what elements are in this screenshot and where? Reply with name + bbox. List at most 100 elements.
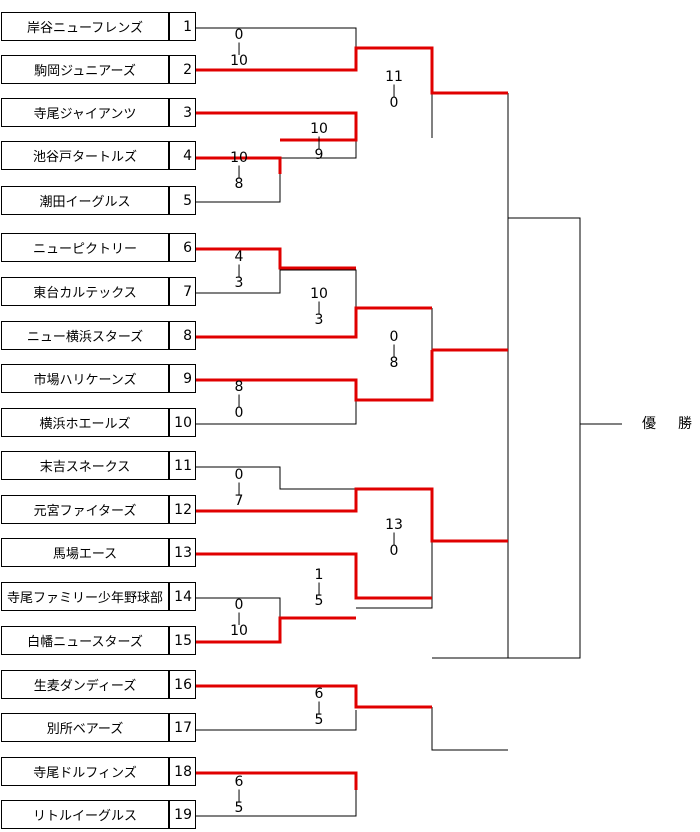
team-seed: 5	[169, 186, 196, 215]
match-score: 10|8	[224, 151, 254, 191]
bracket-line	[431, 707, 508, 751]
team-name: 生麦ダンディーズ	[1, 670, 169, 699]
score-bottom: 7	[234, 493, 244, 509]
match-score: 0|10	[224, 28, 254, 68]
champion-label: 優勝	[642, 416, 692, 432]
score-top: 6	[234, 774, 244, 790]
team-seed: 13	[169, 538, 196, 567]
team-name: 末吉スネークス	[1, 451, 169, 480]
score-bottom: 8	[234, 176, 244, 192]
team-seed: 15	[169, 626, 196, 655]
score-bottom: 5	[314, 593, 324, 609]
score-top: 6	[314, 686, 324, 702]
bracket-line	[356, 598, 433, 609]
score-bottom: 8	[389, 355, 399, 371]
score-separator: |	[316, 135, 322, 149]
score-top: 0	[234, 467, 244, 483]
bracket-line	[508, 217, 581, 659]
match-score: 6|5	[304, 687, 334, 727]
score-top: 4	[234, 249, 244, 265]
score-bottom: 5	[234, 800, 244, 816]
score-bottom: 5	[314, 712, 324, 728]
team-seed: 18	[169, 757, 196, 786]
score-bottom: 10	[230, 623, 248, 639]
team-seed: 1	[169, 12, 196, 41]
score-separator: |	[316, 300, 322, 314]
score-separator: |	[236, 393, 242, 407]
bracket-line	[196, 27, 357, 48]
team-seed: 14	[169, 582, 196, 611]
score-separator: |	[316, 581, 322, 595]
team-seed: 10	[169, 408, 196, 437]
team-name: リトルイーグルス	[1, 800, 169, 829]
match-score: 0|10	[224, 598, 254, 638]
team-name: 寺尾ファミリー少年野球部	[1, 582, 169, 611]
team-name: 横浜ホエールズ	[1, 408, 169, 437]
score-top: 8	[234, 379, 244, 395]
score-separator: |	[236, 788, 242, 802]
score-top: 1	[314, 567, 324, 583]
winner-line	[196, 771, 358, 790]
score-separator: |	[236, 41, 242, 55]
team-name: 寺尾ジャイアンツ	[1, 98, 169, 127]
bracket-line	[196, 597, 281, 618]
score-top: 10	[230, 150, 248, 166]
match-score: 10|9	[304, 122, 334, 162]
team-seed: 4	[169, 141, 196, 170]
winner-line	[196, 111, 358, 142]
winner-line	[196, 247, 356, 270]
team-name: 東台カルテックス	[1, 277, 169, 306]
winner-line	[196, 350, 434, 402]
match-score: 0|7	[224, 468, 254, 508]
score-separator: |	[236, 263, 242, 277]
team-name: 元宮ファイターズ	[1, 495, 169, 524]
team-seed: 17	[169, 713, 196, 742]
team-seed: 6	[169, 233, 196, 262]
bracket-line	[196, 269, 357, 308]
score-bottom: 10	[230, 53, 248, 69]
score-bottom: 0	[234, 405, 244, 421]
match-score: 10|3	[304, 287, 334, 327]
score-separator: |	[391, 531, 397, 545]
team-name: 駒岡ジュニアーズ	[1, 55, 169, 84]
score-separator: |	[316, 700, 322, 714]
bracket-line	[196, 174, 281, 203]
team-seed: 11	[169, 451, 196, 480]
score-bottom: 0	[389, 95, 399, 111]
team-seed: 3	[169, 98, 196, 127]
score-top: 11	[385, 69, 403, 85]
bracket-line	[280, 140, 357, 159]
score-bottom: 3	[234, 275, 244, 291]
match-score: 6|5	[224, 775, 254, 815]
score-top: 10	[310, 286, 328, 302]
score-top: 0	[234, 597, 244, 613]
team-name: 白幡ニュースターズ	[1, 626, 169, 655]
match-score: 0|8	[379, 330, 409, 370]
match-score: 13|0	[379, 518, 409, 558]
team-seed: 2	[169, 55, 196, 84]
winner-line	[196, 684, 432, 709]
winner-line	[196, 552, 432, 600]
bracket-line	[196, 710, 357, 731]
team-name: ニューピクトリー	[1, 233, 169, 262]
score-separator: |	[391, 83, 397, 97]
bracket-line	[196, 790, 357, 817]
bracket-line	[196, 466, 356, 490]
score-separator: |	[236, 611, 242, 625]
winner-line	[196, 487, 508, 543]
winner-line	[196, 46, 508, 95]
score-bottom: 3	[314, 312, 324, 328]
bracket-line	[196, 400, 357, 425]
team-seed: 19	[169, 800, 196, 829]
match-score: 1|5	[304, 568, 334, 608]
match-score: 4|3	[224, 250, 254, 290]
team-name: 別所ベアーズ	[1, 713, 169, 742]
score-top: 0	[389, 329, 399, 345]
score-top: 13	[385, 517, 403, 533]
score-separator: |	[236, 164, 242, 178]
team-name: 市場ハリケーンズ	[1, 364, 169, 393]
team-name: ニュー横浜スターズ	[1, 321, 169, 350]
score-bottom: 0	[389, 543, 399, 559]
team-seed: 7	[169, 277, 196, 306]
